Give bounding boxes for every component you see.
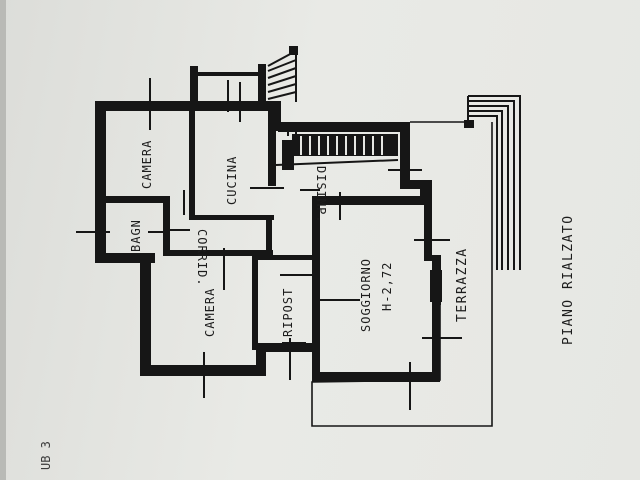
soggiorno-pillar <box>420 186 428 204</box>
room-label-corrid: CORRID. <box>195 229 209 287</box>
room-label-disimp: DISIMP. <box>314 166 328 224</box>
terrace-outline <box>311 121 493 427</box>
terrace-post <box>464 120 474 128</box>
page-edge-shadow <box>0 0 6 480</box>
plan-title: PIANO RIALZATO <box>561 214 576 345</box>
terrace-steps <box>467 95 521 270</box>
entrance-stairs <box>190 46 298 102</box>
margin-text: UB 3 <box>39 441 53 470</box>
room-label-camera-top: CAMERA <box>140 140 154 189</box>
room-label-bagno: BAGN <box>129 219 143 252</box>
room-label-camera-bottom: CAMERA <box>203 288 217 337</box>
room-label-soggiorno: SOGGIORNO <box>359 258 373 332</box>
room-labels: CAMERA CUCINA DISIMP. BAGN CORRID. CAMER… <box>129 140 470 337</box>
internal-stairs <box>282 134 398 170</box>
thin-lines <box>170 159 399 231</box>
window-marks <box>76 78 462 410</box>
room-label-terrazza: TERRAZZA <box>455 247 470 322</box>
room-label-cucina: CUCINA <box>225 156 239 205</box>
room-label-ripost: RIPOST <box>281 288 295 337</box>
outer-walls <box>95 101 441 382</box>
room-label-soggiorno-height: H-2,72 <box>380 262 394 311</box>
soggiorno-window <box>430 270 442 302</box>
